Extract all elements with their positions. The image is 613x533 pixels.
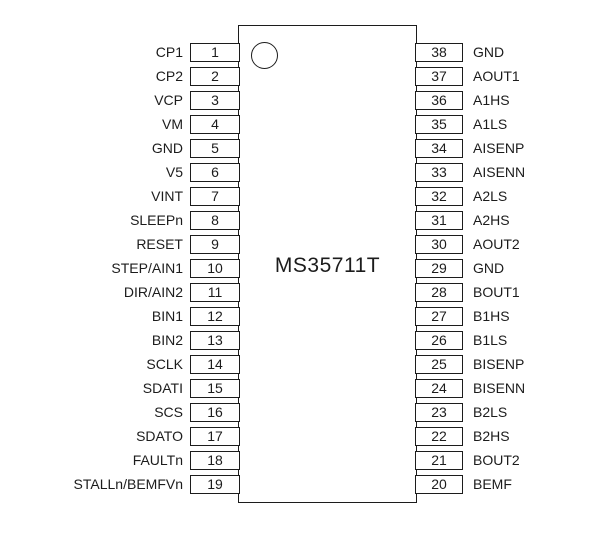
pin1-indicator-circle: [251, 42, 278, 69]
pin-box-30: 30: [415, 235, 463, 254]
pin-label-15: SDATI: [142, 380, 183, 396]
pin-box-16: 16: [190, 403, 240, 422]
pin-box-11: 11: [190, 283, 240, 302]
pin-box-7: 7: [190, 187, 240, 206]
pin-box-25: 25: [415, 355, 463, 374]
pin-box-1: 1: [190, 43, 240, 62]
pin-label-9: RESET: [136, 236, 183, 252]
pin-box-32: 32: [415, 187, 463, 206]
pin-box-13: 13: [190, 331, 240, 350]
pin-label-27: B1HS: [473, 308, 510, 324]
pin-box-6: 6: [190, 163, 240, 182]
pin-box-5: 5: [190, 139, 240, 158]
pin-box-17: 17: [190, 427, 240, 446]
pin-label-21: BOUT2: [473, 452, 520, 468]
pin-label-25: BISENP: [473, 356, 525, 372]
pin-box-22: 22: [415, 427, 463, 446]
pin-label-13: BIN2: [151, 332, 183, 348]
pin-label-23: B2LS: [473, 404, 508, 420]
pin-label-38: GND: [473, 44, 505, 60]
pin-label-2: CP2: [155, 68, 183, 84]
pin-label-34: AISENP: [473, 140, 525, 156]
pin-box-10: 10: [190, 259, 240, 278]
pin-box-12: 12: [190, 307, 240, 326]
pin-box-28: 28: [415, 283, 463, 302]
pin-label-17: SDATO: [136, 428, 183, 444]
pin-box-15: 15: [190, 379, 240, 398]
pin-box-14: 14: [190, 355, 240, 374]
pin-box-34: 34: [415, 139, 463, 158]
pin-label-14: SCLK: [146, 356, 183, 372]
pin-label-10: STEP/AIN1: [111, 260, 183, 276]
pin-box-31: 31: [415, 211, 463, 230]
pin-label-19: STALLn/BEMFVn: [73, 476, 183, 492]
pin-label-36: A1HS: [473, 92, 510, 108]
pin-box-36: 36: [415, 91, 463, 110]
chip-body: MS35711T: [238, 25, 417, 503]
pin-box-8: 8: [190, 211, 240, 230]
pin-box-24: 24: [415, 379, 463, 398]
pin-box-18: 18: [190, 451, 240, 470]
pin-label-6: V5: [165, 164, 183, 180]
pin-label-31: A2HS: [473, 212, 510, 228]
pin-box-37: 37: [415, 67, 463, 86]
pin-box-35: 35: [415, 115, 463, 134]
pin-box-9: 9: [190, 235, 240, 254]
pin-box-38: 38: [415, 43, 463, 62]
pin-box-3: 3: [190, 91, 240, 110]
pin-label-4: VM: [162, 116, 183, 132]
pin-box-27: 27: [415, 307, 463, 326]
pin-box-33: 33: [415, 163, 463, 182]
pin-box-20: 20: [415, 475, 463, 494]
pin-label-18: FAULTn: [132, 452, 183, 468]
pin-label-37: AOUT1: [473, 68, 520, 84]
pin-label-33: AISENN: [473, 164, 526, 180]
pin-box-29: 29: [415, 259, 463, 278]
pin-label-20: BEMF: [473, 476, 512, 492]
pin-label-16: SCS: [154, 404, 183, 420]
pin-label-3: VCP: [154, 92, 183, 108]
pin-box-23: 23: [415, 403, 463, 422]
pin-label-35: A1LS: [473, 116, 508, 132]
pin-label-32: A2LS: [473, 188, 508, 204]
pin-label-22: B2HS: [473, 428, 510, 444]
pin-box-2: 2: [190, 67, 240, 86]
pin-label-29: GND: [473, 260, 505, 276]
pin-label-7: VINT: [151, 188, 183, 204]
pin-box-19: 19: [190, 475, 240, 494]
pin-label-28: BOUT1: [473, 284, 520, 300]
pin-box-26: 26: [415, 331, 463, 350]
pin-label-12: BIN1: [151, 308, 183, 324]
chip-name: MS35711T: [274, 254, 381, 277]
pin-label-8: SLEEPn: [130, 212, 183, 228]
pin-label-1: CP1: [155, 44, 183, 60]
pin-label-24: BISENN: [473, 380, 526, 396]
pin-box-4: 4: [190, 115, 240, 134]
pin-box-21: 21: [415, 451, 463, 470]
pin-label-26: B1LS: [473, 332, 508, 348]
pin-label-11: DIR/AIN2: [123, 284, 183, 300]
pin-label-5: GND: [151, 140, 183, 156]
pin-label-30: AOUT2: [473, 236, 520, 252]
